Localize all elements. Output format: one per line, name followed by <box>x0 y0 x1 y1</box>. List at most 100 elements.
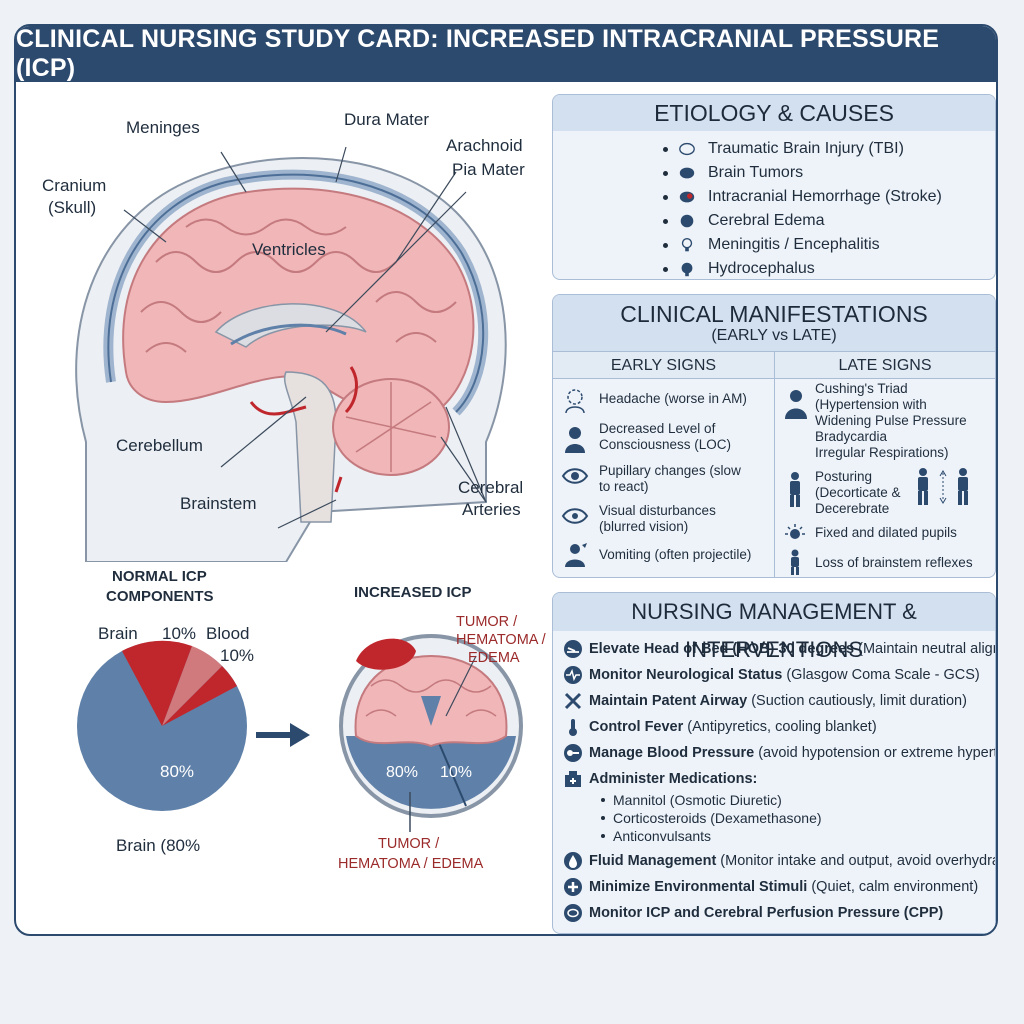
early-sign-loc-1: Decreased Level of <box>599 421 716 436</box>
med-item-corticosteroids: Corticosteroids (Dexamethasone) <box>601 809 822 827</box>
late-sign-posturing-3: Decerebrate <box>815 501 890 516</box>
card-title: CLINICAL NURSING STUDY CARD: INCREASED I… <box>16 26 996 82</box>
mass-lesion <box>356 638 416 670</box>
late-sign-posturing-2: (Decorticate & <box>815 485 901 500</box>
pie-slice-csf <box>162 646 222 726</box>
label-pia-mater: Pia Mater <box>452 160 525 179</box>
plus-icon <box>564 878 582 896</box>
gyri <box>140 218 457 353</box>
thermometer-icon <box>569 719 577 736</box>
management-item-medications: Administer Medications: <box>563 769 761 789</box>
late-sign-cushing-4: Bradycardia <box>815 429 888 444</box>
normal-icp-title: NORMAL ICP <box>112 568 207 585</box>
early-sign-pupillary-2: to react) <box>599 479 649 494</box>
etiology-item-tumors: Brain Tumors <box>708 164 804 181</box>
cushing-person-icon <box>785 390 807 419</box>
clinical-panel: CLINICAL MANIFESTATIONS (EARLY vs LATE) … <box>552 294 996 578</box>
label-cerebellum: Cerebellum <box>116 436 203 455</box>
mass-label-1: TUMOR / <box>456 614 518 630</box>
management-panel: NURSING MANAGEMENT & INTERVENTIONS Eleva… <box>552 592 996 934</box>
early-sign-visual-1: Visual disturbances <box>599 503 716 518</box>
person-icon <box>565 427 585 453</box>
management-item-stimuli: Minimize Environmental Stimuli(Quiet, ca… <box>563 877 978 897</box>
etiology-item-hydrocephalus: Hydrocephalus <box>708 260 815 277</box>
increased-pct-80: 80% <box>386 764 419 781</box>
list-item: Traumatic Brain Injury (TBI) <box>663 137 995 161</box>
management-item-fluid: Fluid Management(Monitor intake and outp… <box>563 851 995 871</box>
management-item-airway: Maintain Patent Airway(Suction cautiousl… <box>563 691 967 711</box>
lightbulb-icon <box>681 238 693 252</box>
etiology-item-edema: Cerebral Edema <box>708 212 825 229</box>
early-sign-vomiting: Vomiting (often projectile) <box>599 547 752 562</box>
brain-icon <box>679 142 695 156</box>
early-sign-pupillary-1: Pupillary changes (slow <box>599 463 741 478</box>
bottom-mass-label-2: HEMATOMA / EDEMA <box>338 856 484 872</box>
posturing-figure-icon <box>790 472 800 507</box>
early-signs-heading: EARLY SIGNS <box>553 351 774 379</box>
mass-label-3: EDEMA <box>468 650 520 666</box>
pie-label-brain: Brain <box>98 624 138 643</box>
label-dura-mater: Dura Mater <box>344 110 430 129</box>
airway-tools-icon <box>564 692 582 710</box>
label-arachnoid: Arachnoid <box>446 136 523 155</box>
late-sign-cushing-1: Cushing's Triad <box>815 381 908 396</box>
list-item: Cerebral Edema <box>663 209 995 233</box>
increased-icp-title: INCREASED ICP <box>354 584 472 601</box>
late-sign-posturing-1: Posturing <box>815 469 873 484</box>
study-card: CLINICAL NURSING STUDY CARD: INCREASED I… <box>14 24 998 936</box>
label-ventricles: Ventricles <box>252 240 326 259</box>
csf-region <box>346 736 516 809</box>
etiology-item-meningitis: Meningitis / Encephalitis <box>708 236 880 253</box>
mass-label-2: HEMATOMA / <box>456 632 546 648</box>
label-meninges: Meninges <box>126 118 200 137</box>
late-sign-brainstem: Loss of brainstem reflexes <box>815 555 973 570</box>
late-signs-column: LATE SIGNS Cushing's Triad (Hypertension… <box>774 351 995 577</box>
vision-eye-icon <box>561 508 589 524</box>
etiology-panel: ETIOLOGY & CAUSES Traumatic Brain Injury… <box>552 94 996 280</box>
blood-pressure-icon <box>564 744 582 762</box>
dura-layer <box>107 173 485 413</box>
standing-figure-icon <box>791 549 799 575</box>
late-sign-cushing-5: Irregular Respirations) <box>815 445 949 460</box>
eye-icon <box>561 468 589 484</box>
increased-icp-illustration <box>339 634 523 818</box>
pie-label-10: 10% <box>162 624 197 643</box>
pie-slice-top <box>122 640 192 726</box>
decorticate-decerebrate-icon <box>918 468 968 505</box>
etiology-item-hemorrhage: Intracranial Hemorrhage (Stroke) <box>708 188 942 205</box>
management-item-neuro: Monitor Neurological Status(Glasgow Coma… <box>563 665 980 685</box>
management-heading: NURSING MANAGEMENT & INTERVENTIONS <box>553 593 995 662</box>
etiology-item-tbi: Traumatic Brain Injury (TBI) <box>708 140 904 157</box>
list-item: Meningitis / Encephalitis <box>663 233 995 257</box>
late-sign-cushing-3: Widening Pulse Pressure <box>815 413 967 428</box>
monitor-icon <box>564 666 582 684</box>
etiology-list: Traumatic Brain Injury (TBI) Brain Tumor… <box>553 131 995 279</box>
bed-icon <box>564 640 582 658</box>
medication-icon <box>565 771 581 787</box>
early-sign-loc-2: Consciousness (LOC) <box>599 437 732 452</box>
headache-icon <box>565 389 585 413</box>
label-cranium: Cranium <box>42 176 107 195</box>
list-item: Intracranial Hemorrhage (Stroke) <box>663 185 995 209</box>
management-item-hob: Elevate Head of Bed (HOB) 30 degrees(Mai… <box>563 639 995 659</box>
normal-icp-pie <box>77 640 247 811</box>
clinical-subheading: (EARLY vs LATE) <box>711 327 837 344</box>
management-item-bp: Manage Blood Pressure(avoid hypotension … <box>563 743 995 763</box>
hydrocephalus-icon <box>681 262 693 277</box>
early-sign-visual-2: (blurred vision) <box>599 519 689 534</box>
etiology-heading: ETIOLOGY & CAUSES <box>553 95 995 131</box>
late-sign-cushing-2: (Hypertension with <box>815 397 927 412</box>
pie-label-80: 80% <box>160 762 195 781</box>
early-sign-headache: Headache (worse in AM) <box>599 391 747 406</box>
clinical-heading: CLINICAL MANIFESTATIONS <box>620 301 928 327</box>
management-item-icp-cpp: Monitor ICP and Cerebral Perfusion Press… <box>563 903 947 923</box>
bottom-pointer-line <box>409 792 411 832</box>
med-item-anticonvulsants: Anticonvulsants <box>601 827 711 845</box>
pupil-light-icon <box>785 524 805 539</box>
early-signs-column: EARLY SIGNS Headache (worse in AM) Decre… <box>553 351 774 577</box>
label-brainstem: Brainstem <box>180 494 257 513</box>
icp-monitor-icon <box>564 904 582 922</box>
cerebral-arteries <box>249 366 358 493</box>
edema-icon <box>680 214 694 228</box>
late-signs-heading: LATE SIGNS <box>775 351 995 379</box>
